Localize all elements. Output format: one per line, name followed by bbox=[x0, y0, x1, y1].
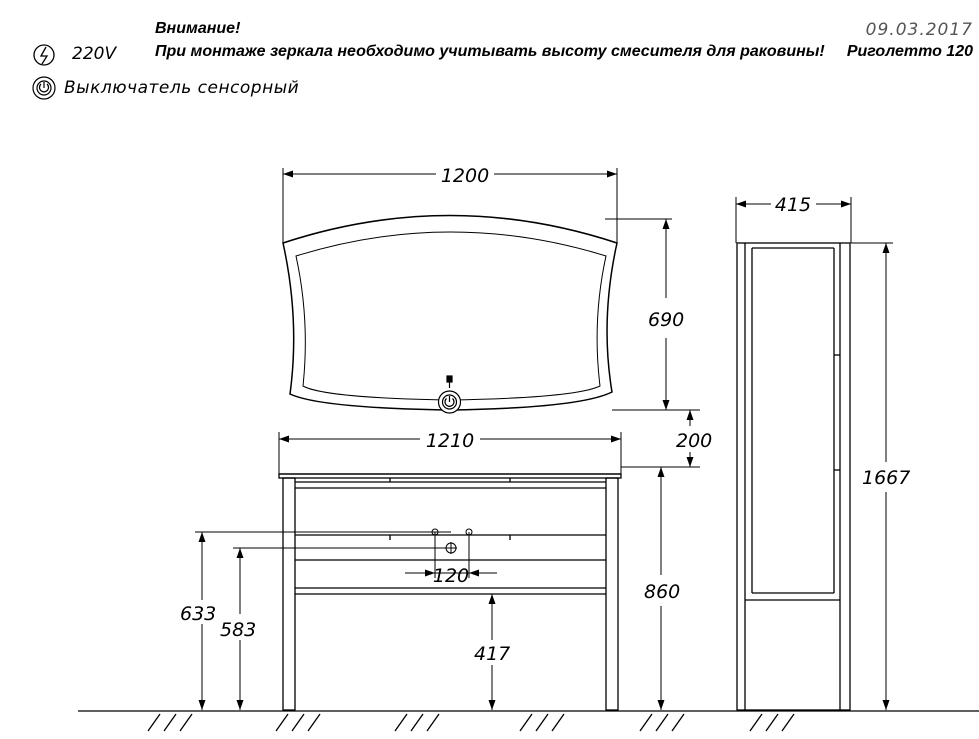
dim-leg-height: 417 bbox=[474, 643, 510, 665]
vanity-unit bbox=[278, 473, 622, 711]
dim-mirror-height: 690 bbox=[648, 309, 684, 331]
floor-line bbox=[78, 710, 979, 732]
dim-cabinet-depth: 415 bbox=[775, 194, 811, 216]
power-icon bbox=[33, 44, 55, 66]
extension-lines bbox=[195, 168, 893, 578]
drawing-date: 09.03.2017 bbox=[865, 20, 973, 40]
mirror-sensor-icon bbox=[437, 375, 462, 414]
dim-cabinet-height: 1667 bbox=[862, 467, 910, 489]
attention-title: Внимание! bbox=[155, 20, 241, 37]
sensor-switch-label: Выключатель сенсорный bbox=[64, 78, 300, 98]
tap-holes bbox=[431, 528, 473, 554]
dim-vanity-height: 860 bbox=[644, 581, 680, 603]
dim-tap-height-1: 633 bbox=[180, 603, 216, 625]
dim-tap-spacing: 120 bbox=[433, 565, 469, 587]
dim-tap-height-2: 583 bbox=[220, 619, 256, 641]
mounting-warning: При монтаже зеркала необходимо учитывать… bbox=[155, 43, 825, 60]
dim-mirror-gap: 200 bbox=[676, 430, 712, 452]
touch-sensor-icon bbox=[32, 76, 56, 100]
tall-cabinet bbox=[736, 242, 851, 711]
voltage-label: 220V bbox=[72, 44, 117, 64]
dimension-lines bbox=[198, 170, 890, 710]
model-name: Риголетто 120 bbox=[846, 43, 973, 60]
dim-mirror-width: 1200 bbox=[441, 165, 489, 187]
dim-vanity-width: 1210 bbox=[426, 430, 474, 452]
mirror bbox=[282, 214, 618, 411]
